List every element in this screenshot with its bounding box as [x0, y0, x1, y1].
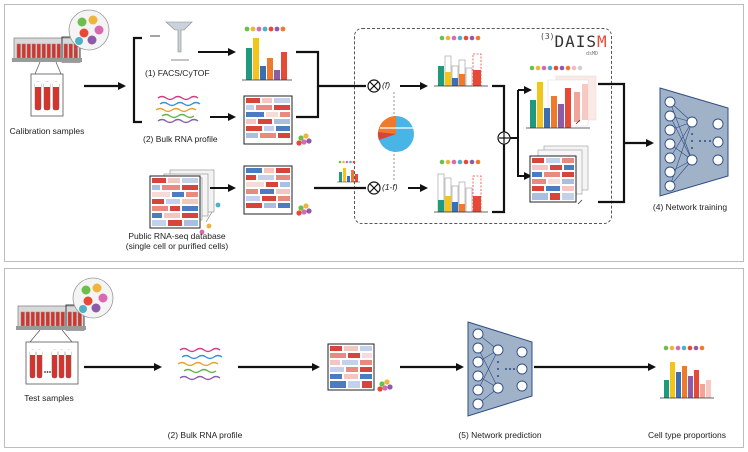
cells-circle-icon — [68, 9, 110, 51]
multiply-f-node — [367, 79, 381, 93]
plus-node — [497, 131, 511, 145]
one-minus-f-label: (1-f) — [382, 182, 398, 192]
mixing-pie-chart — [377, 92, 414, 182]
facs-icon — [150, 21, 193, 61]
rna-strands-bottom-icon — [177, 347, 223, 381]
multiply-1-f-node — [367, 181, 381, 195]
bulk-heatmap-bottom — [327, 343, 393, 392]
neural-network-prediction-icon — [467, 321, 533, 417]
daism-subtitle: dsMD — [586, 51, 599, 57]
bulk-rna-profile-label: (2) Bulk RNA profile — [143, 134, 218, 144]
network-training-label: (4) Network training — [652, 202, 728, 212]
small-bar-icon — [337, 160, 360, 183]
cells-circle-bottom-icon — [72, 277, 114, 319]
facs-cytof-label: (1) FACS/CyTOF — [145, 68, 210, 78]
mixed-bar-chart-f — [434, 35, 488, 87]
top-panel — [4, 4, 744, 262]
daism-heatmaps — [529, 145, 589, 205]
daism-step-label: (3) — [540, 32, 555, 41]
bulk-heatmap — [243, 95, 312, 146]
plate-rack-icon — [12, 36, 82, 63]
test-samples-label: Test samples — [24, 393, 74, 403]
daism-box — [354, 28, 612, 224]
daism-title-m: M — [596, 32, 607, 51]
f-label: (f) — [382, 80, 391, 90]
cell-type-proportions-label: Cell type proportions — [648, 430, 726, 440]
bulk-rna-profile-bottom-label: (2) Bulk RNA profile — [167, 430, 243, 440]
rna-strands-icon — [155, 95, 201, 124]
public-database-heatmaps — [149, 169, 221, 235]
cell-type-proportion-chart — [660, 345, 714, 399]
public-db-label-line1: Public RNA-seq database — [128, 231, 226, 241]
public-db-label-line2: (single cell or purified cells) — [125, 241, 229, 251]
daism-bar-charts — [526, 65, 597, 129]
facs-bar-chart — [242, 26, 292, 81]
mixed-bar-chart-1-f — [434, 159, 488, 213]
network-prediction-label: (5) Network prediction — [458, 430, 542, 440]
test-tubes-icon — [30, 61, 64, 117]
calibration-samples-label: Calibration samples — [9, 126, 85, 136]
daism-title: DAIS — [554, 32, 597, 51]
test-tubes-bottom-icon — [25, 329, 79, 385]
daism-logo: (3)DAISM — [540, 32, 607, 51]
plate-rack-bottom-icon — [16, 304, 86, 331]
neural-network-training-icon — [659, 87, 729, 197]
public-heatmap — [243, 165, 312, 216]
